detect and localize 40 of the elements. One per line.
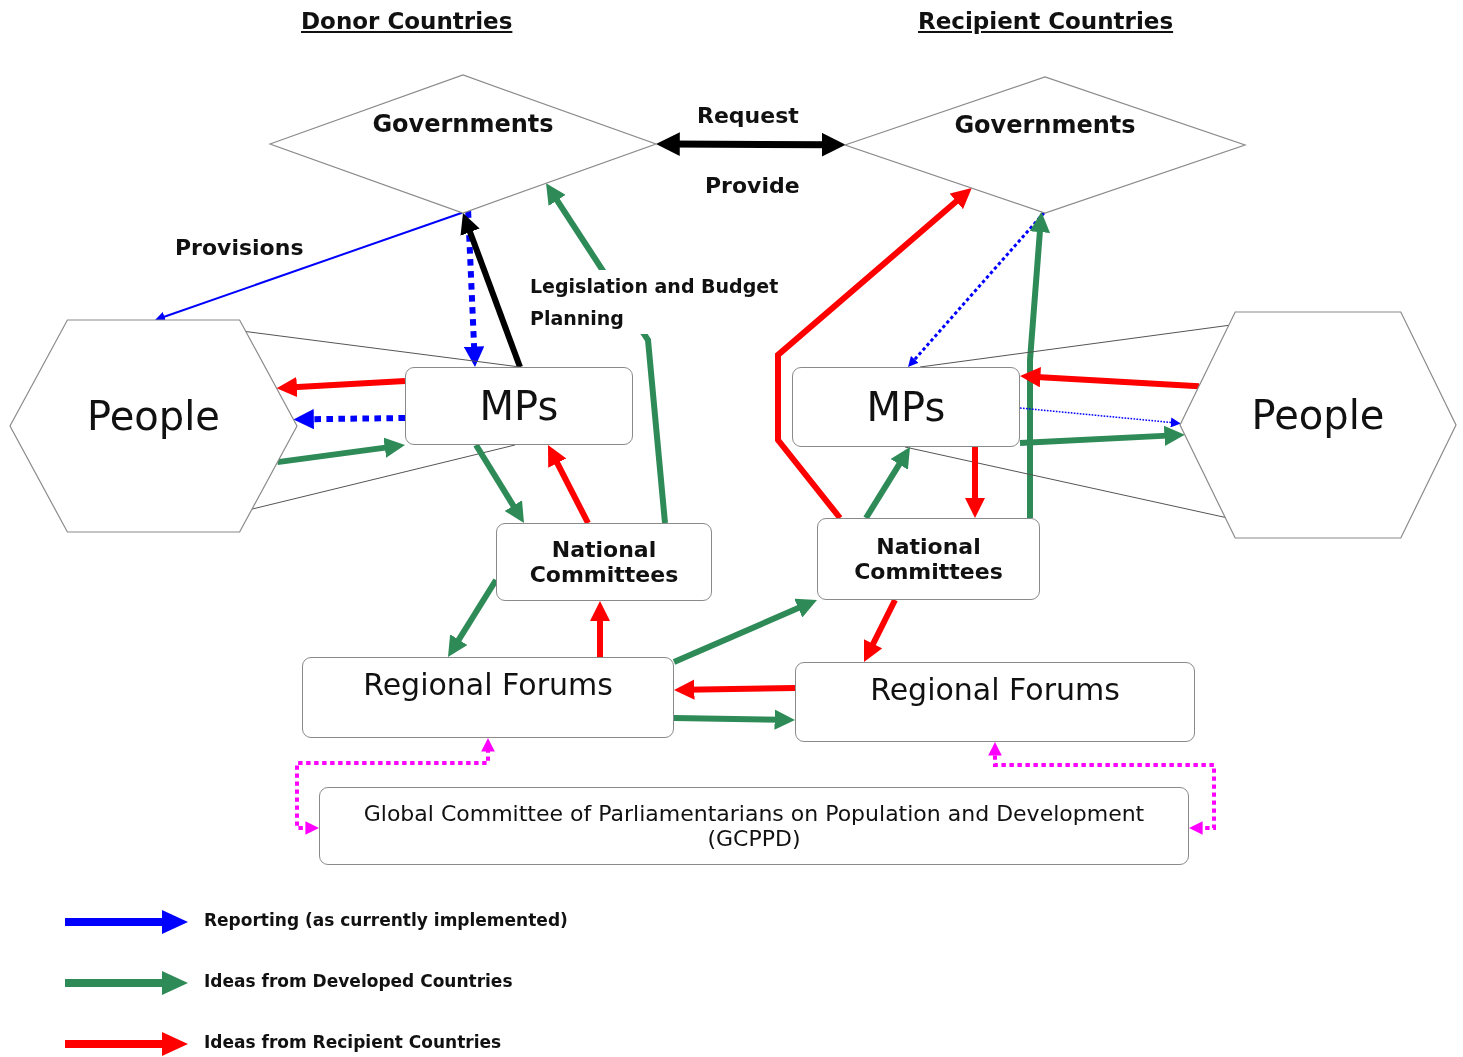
people-hexagon: People bbox=[10, 320, 297, 532]
arrow bbox=[463, 211, 485, 367]
arrow bbox=[589, 601, 611, 657]
arrow bbox=[460, 213, 523, 369]
legend-text: Reporting (as currently implemented) bbox=[204, 910, 568, 930]
arrow bbox=[295, 738, 495, 835]
arrow bbox=[155, 211, 464, 322]
arrow bbox=[988, 742, 1216, 835]
mps-box: MPs bbox=[792, 367, 1020, 447]
arrow bbox=[276, 376, 406, 398]
forum-box: Regional Forums bbox=[795, 662, 1195, 742]
legend-text: Ideas from Recipient Countries bbox=[204, 1032, 502, 1052]
arrow bbox=[1019, 425, 1185, 446]
arrow bbox=[673, 709, 795, 730]
arrow bbox=[473, 443, 524, 523]
legend-text: Ideas from Developed Countries bbox=[204, 971, 513, 991]
arrow bbox=[1020, 367, 1200, 390]
government-diamond: Governments bbox=[270, 75, 656, 213]
arrow bbox=[864, 598, 898, 662]
arrow bbox=[674, 679, 796, 700]
committee-box: National Committees bbox=[817, 518, 1040, 600]
column-heading: Recipient Countries bbox=[918, 8, 1174, 34]
arrow bbox=[908, 211, 1046, 367]
arrow bbox=[1019, 407, 1181, 428]
government-diamond: Governments bbox=[845, 77, 1245, 213]
arrow bbox=[656, 132, 846, 157]
committee-box: Global Committee of Parliamentarians on Population and Development (GCPPD) bbox=[319, 787, 1189, 865]
arrow bbox=[1027, 211, 1051, 518]
arrow bbox=[964, 447, 986, 518]
mps-box: MPs bbox=[405, 367, 633, 445]
arrow bbox=[293, 408, 406, 430]
forum-box: Regional Forums bbox=[302, 657, 674, 738]
arrow bbox=[548, 445, 591, 525]
people-hexagon: People bbox=[1180, 312, 1456, 538]
committee-box: National Committees bbox=[496, 523, 712, 601]
column-heading: Donor Countries bbox=[301, 8, 513, 34]
arrow bbox=[672, 598, 817, 665]
arrow bbox=[775, 188, 972, 520]
arrow bbox=[863, 447, 910, 520]
arrow bbox=[277, 437, 405, 466]
